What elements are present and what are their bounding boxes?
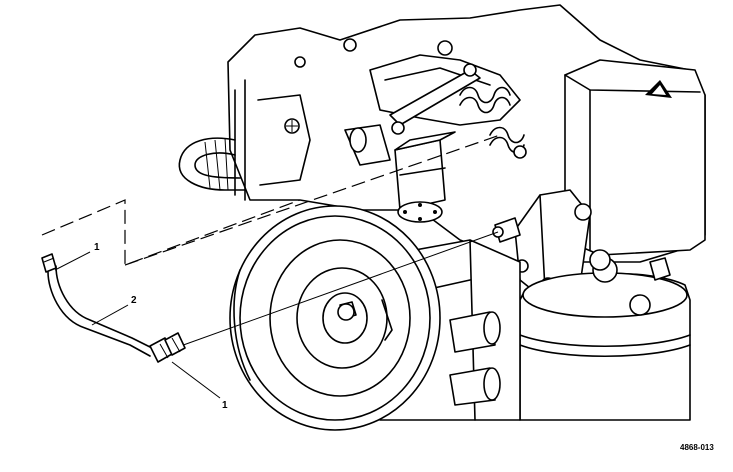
fuel-line-tube [47,265,153,357]
callout-1-upper: 1 [94,242,100,253]
crankshaft-pulley [229,205,441,431]
fitting-upper [41,253,57,273]
leader-2 [91,304,129,326]
callout-1-lower: 1 [222,400,228,411]
leader-1-lower [171,361,221,399]
plug-upper [449,311,501,353]
figure-id: 4868-013 [680,443,714,452]
fitting-lower [149,332,186,363]
coolant-hose [178,137,246,191]
mounting-bracket [492,189,592,301]
leader-1-upper [54,251,91,271]
fuel-filter [519,249,691,421]
governor-linkage [294,38,527,159]
injection-pump [344,124,456,223]
assembly-dashed-lines [41,134,501,349]
callout-2: 2 [131,295,137,306]
governor-spring [459,86,511,114]
plug-lower [449,367,501,406]
